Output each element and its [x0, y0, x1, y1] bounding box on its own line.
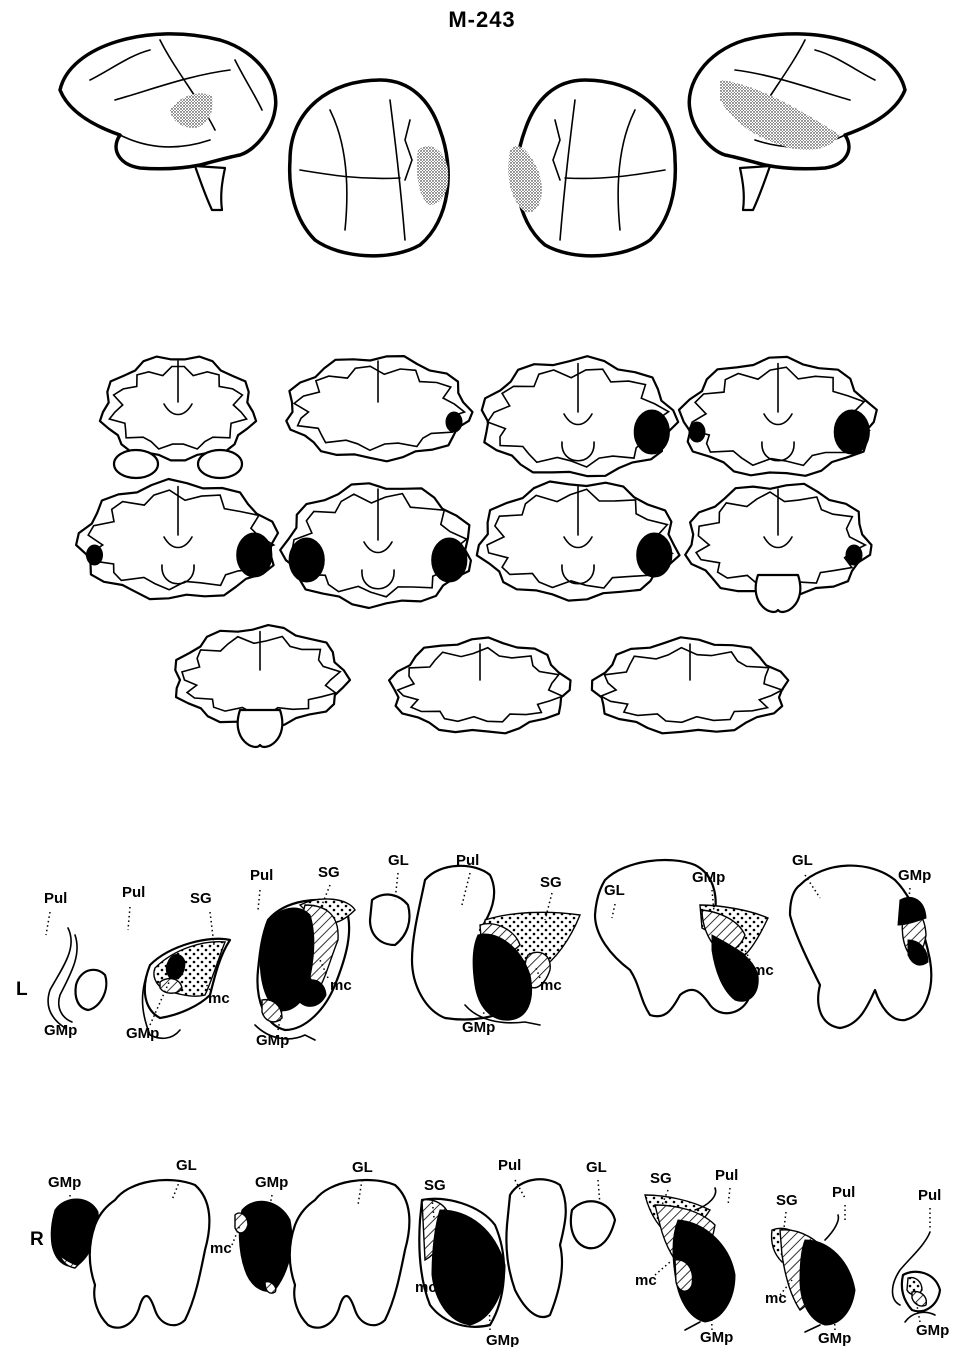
structure-label: GL: [352, 1159, 373, 1176]
right-section-5: [772, 1215, 855, 1332]
structure-label: GL: [792, 852, 813, 869]
structure-label: GL: [176, 1157, 197, 1174]
left-section-1: [48, 928, 106, 1028]
structure-label: GL: [388, 852, 409, 869]
right-section-6: [893, 1232, 941, 1322]
leader-line: [655, 1262, 670, 1275]
coronal-section: [482, 356, 678, 476]
coronal-section: [592, 637, 788, 733]
structure-label: GMp: [255, 1174, 288, 1191]
structure-label: GMp: [256, 1032, 289, 1049]
coronal-section: [100, 357, 256, 478]
structure-label: GMp: [48, 1174, 81, 1191]
left-section-6: [790, 866, 931, 1028]
structure-label: GMp: [692, 869, 725, 886]
structure-label: SG: [776, 1192, 798, 1209]
structure-label: Pul: [456, 852, 479, 869]
coronal-section: [280, 483, 471, 608]
structure-label: GMp: [818, 1330, 851, 1347]
structure-label: Pul: [250, 867, 273, 884]
structure-label: mc: [752, 962, 774, 979]
structure-label: mc: [415, 1279, 437, 1296]
structure-label: GMp: [898, 867, 931, 884]
figure-title: M-243: [448, 7, 515, 32]
coronal-section: [286, 356, 472, 461]
structure-label: Pul: [918, 1187, 941, 1204]
structure-label: GMp: [44, 1022, 77, 1039]
structure-label: GMp: [700, 1329, 733, 1346]
right-section-3: [419, 1179, 615, 1327]
structure-label: Pul: [498, 1157, 521, 1174]
right-section-1: [51, 1180, 209, 1328]
coronal-sections: [76, 356, 877, 747]
structure-label: mc: [765, 1290, 787, 1307]
lateral-view-left-hemisphere: [60, 34, 276, 210]
structure-label: SG: [190, 890, 212, 907]
structure-label: GL: [586, 1159, 607, 1176]
coronal-section: [679, 357, 877, 476]
structure-label: Pul: [832, 1184, 855, 1201]
structure-label: GMp: [126, 1025, 159, 1042]
coronal-section: [389, 638, 570, 734]
hemisphere-label-left: L: [16, 979, 28, 1000]
right-section-4: [645, 1188, 735, 1330]
structure-label: GMp: [916, 1322, 949, 1339]
coronal-section: [477, 482, 680, 601]
frontal-view-right: [508, 80, 675, 256]
leader-line: [728, 1188, 730, 1205]
hemisphere-label-right: R: [30, 1229, 44, 1250]
structure-label: SG: [318, 864, 340, 881]
leader-line: [784, 1212, 786, 1228]
lateral-view-right-hemisphere: [689, 34, 905, 210]
coronal-section: [76, 479, 278, 599]
left-section-2: [143, 939, 231, 1039]
structure-label: mc: [635, 1272, 657, 1289]
frontal-view-left: [290, 80, 449, 256]
coronal-section: [685, 484, 871, 612]
left-section-3: [255, 899, 355, 1040]
leader-line: [46, 912, 50, 935]
leader-line: [258, 890, 260, 910]
structure-label: mc: [330, 977, 352, 994]
structure-label: mc: [208, 990, 230, 1007]
structure-label: Pul: [44, 890, 67, 907]
structure-label: Pul: [715, 1167, 738, 1184]
structure-label: mc: [210, 1240, 232, 1257]
right-section-2: [235, 1180, 409, 1328]
structure-label: GMp: [462, 1019, 495, 1036]
structure-label: SG: [540, 874, 562, 891]
structure-label: GL: [604, 882, 625, 899]
coronal-section: [175, 625, 350, 747]
structure-label: GMp: [486, 1332, 519, 1347]
structure-label: Pul: [122, 884, 145, 901]
leader-line: [128, 907, 130, 930]
structure-label: mc: [540, 977, 562, 994]
structure-label: SG: [650, 1170, 672, 1187]
structure-label: SG: [424, 1177, 446, 1194]
